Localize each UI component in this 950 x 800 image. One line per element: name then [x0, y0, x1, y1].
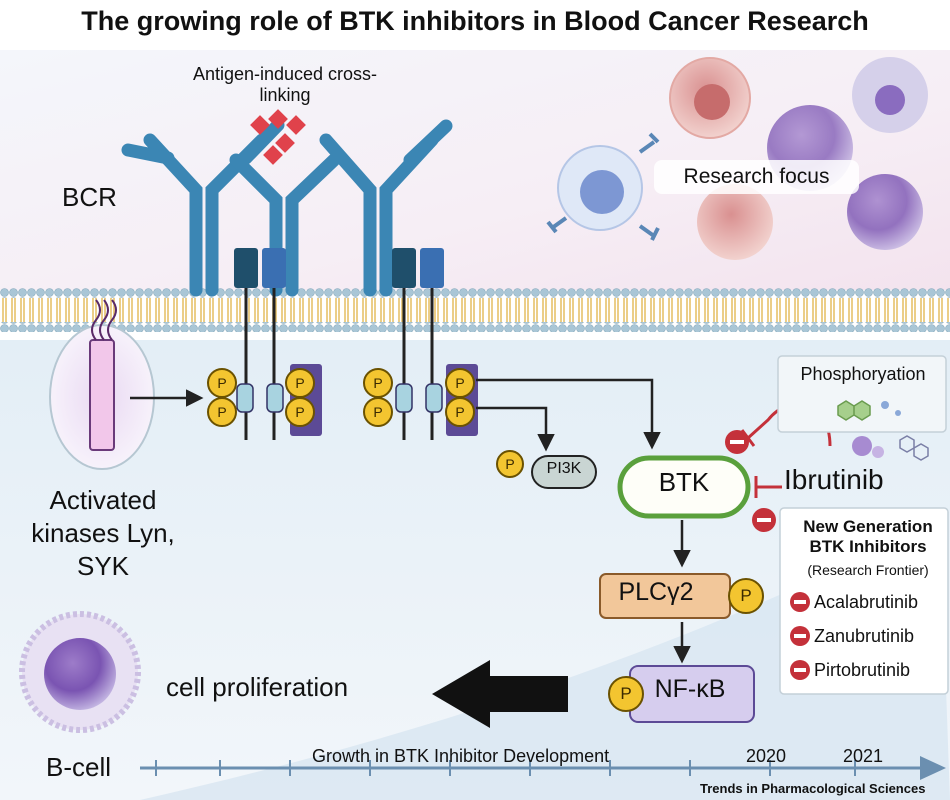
drug-zanubrutinib: Zanubrutinib — [814, 626, 915, 646]
phospho-p-nfkb: P — [620, 684, 632, 703]
molecule-icons — [837, 400, 929, 461]
ibrutinib-label: Ibrutinib — [784, 464, 884, 495]
new-generation-panel — [779, 507, 949, 695]
b-cell-image — [19, 611, 141, 733]
source-credit: Trends in Pharmacological Sciences — [700, 781, 926, 796]
new-generation-subtitle: (Research Frontier) — [807, 562, 929, 578]
inhibit-badges — [725, 430, 776, 532]
activated-kinases-label: Activated kinases Lyn, SYK — [31, 485, 175, 581]
timeline-year-2020: 2020 — [746, 746, 787, 766]
pathway-arrows — [130, 378, 691, 664]
pi3k-node — [531, 455, 597, 489]
bcr-receptor-left — [121, 118, 285, 297]
phospho-p-8: P — [455, 404, 465, 420]
new-generation-title: New Generation BTK Inhibitors — [803, 517, 933, 556]
btk-label: BTK — [658, 467, 710, 497]
drug-acalabrutinib: Acalabrutinib — [814, 592, 919, 612]
phospho-p-7: P — [455, 375, 465, 391]
research-focus-cells — [546, 57, 928, 260]
bcr-label: BCR — [62, 182, 117, 212]
antigen-label: Antigen-induced cross-linking — [192, 64, 378, 105]
bcr-receptor-right — [319, 119, 453, 297]
phospho-p-pi3k: P — [505, 456, 515, 472]
phospho-p-6: P — [373, 404, 383, 420]
page-title: The growing role of BTK inhibitors in Bl… — [81, 6, 869, 36]
activated-kinase-cell — [49, 299, 155, 470]
drug-minus-icons — [790, 592, 810, 680]
cell-proliferation-label: cell proliferation — [166, 672, 349, 702]
b-cell-label: B-cell — [46, 752, 112, 782]
pi3k-phospho — [496, 450, 524, 478]
itam-phospho-groups — [207, 368, 475, 427]
plcg2-phospho — [728, 578, 764, 614]
phospho-p-plcg2: P — [740, 586, 752, 605]
proliferation-block-arrow — [432, 660, 568, 728]
timeline-label: Growth in BTK Inhibitor Development — [312, 746, 610, 766]
timeline — [140, 756, 946, 780]
drug-pirtobrutinib: Pirtobrutinib — [814, 660, 911, 680]
phospho-p-1: P — [217, 375, 227, 391]
phosphoryation-label: Phosphoryation — [800, 364, 926, 384]
growth-wedge — [140, 520, 950, 800]
btk-node — [617, 455, 751, 519]
phosphoryation-panel — [777, 355, 947, 433]
phospho-p-2: P — [217, 404, 227, 420]
phospho-p-3: P — [295, 375, 305, 391]
nfkb-phospho — [608, 676, 644, 712]
antigen-crosslink — [250, 109, 306, 165]
timeline-year-2021: 2021 — [843, 746, 884, 766]
cell-membrane — [0, 288, 950, 332]
phospho-p-5: P — [373, 375, 383, 391]
research-focus-label: Research focus — [654, 160, 859, 194]
phospho-p-4: P — [295, 404, 305, 420]
nfkb-label: NF-κB — [654, 675, 726, 703]
pi3k-label: PI3K — [546, 460, 582, 477]
plcg2-label: PLCγ2 — [618, 578, 694, 606]
